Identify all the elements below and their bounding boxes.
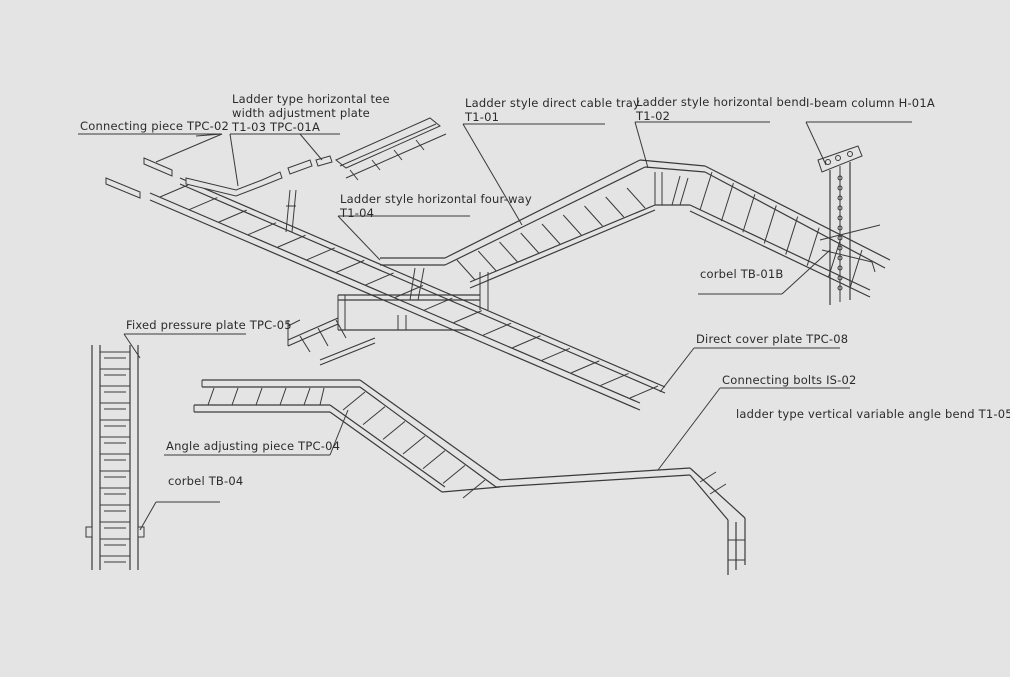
lower-vertical-bend-tray: [193, 379, 746, 575]
tray-rung: [456, 259, 476, 281]
tray-rung: [362, 406, 386, 426]
tray-rung: [785, 216, 799, 255]
label-connecting-piece: Connecting piece TPC-02: [80, 119, 229, 133]
tray-rung: [422, 450, 446, 470]
label-tee-line3: T1-03 TPC-01A: [231, 120, 320, 134]
ibeam-hole: [837, 265, 843, 271]
tray-rung: [626, 187, 646, 209]
tray-rung: [720, 182, 734, 222]
tray-rung: [763, 205, 777, 244]
left-vertical-ladder: [85, 345, 145, 570]
tray-rung: [629, 385, 659, 399]
label-ibeam: I-beam column H-01A: [806, 96, 935, 110]
tray-rung: [562, 214, 582, 236]
label-angle-adjusting: Angle adjusting piece TPC-04: [166, 439, 340, 453]
tray-rung: [477, 250, 497, 272]
tray-rung: [336, 259, 365, 273]
tray-rung: [605, 196, 625, 218]
label-fourway-line2: T1-04: [339, 206, 374, 220]
label-tee-line2: width adjustment plate: [232, 106, 370, 120]
tray-rung: [499, 241, 518, 263]
tray-rung: [512, 335, 541, 349]
tray-rung: [247, 222, 277, 236]
tray-rung: [541, 347, 571, 361]
labels: Connecting piece TPC-02 Ladder type hori…: [80, 92, 1010, 488]
ibeam-hole: [837, 285, 843, 291]
main-straight-tray: [149, 177, 666, 411]
tray-rung: [442, 464, 466, 484]
tray-rung: [382, 420, 406, 440]
i-beam-column-drawing: [817, 145, 881, 305]
tray-rung: [365, 272, 394, 286]
ibeam-hole: [837, 205, 843, 211]
label-corbel-tb04: corbel TB-04: [168, 474, 243, 488]
tray-rung: [306, 247, 336, 261]
tray-rung: [482, 322, 512, 336]
tray-rung: [520, 232, 540, 254]
tray-rung: [342, 391, 366, 411]
tray-rung: [584, 205, 603, 227]
connecting-piece-drawing: [105, 157, 173, 199]
label-corbel-tb01b: corbel TB-01B: [700, 267, 784, 281]
tray-rung: [742, 194, 756, 233]
ibeam-hole: [837, 185, 843, 191]
tray-rung: [541, 223, 561, 245]
label-fixed-pressure: Fixed pressure plate TPC-05: [126, 318, 292, 332]
ibeam-hole: [837, 235, 843, 241]
top-short-tray: [335, 117, 447, 181]
four-way-and-bend: [380, 159, 891, 298]
label-direct-tray-line1: Ladder style direct cable tray: [465, 96, 640, 110]
label-vertical-bend: ladder type vertical variable angle bend…: [736, 407, 1010, 421]
tray-rung: [159, 184, 189, 198]
ibeam-hole: [837, 195, 843, 201]
ibeam-hole: [837, 255, 843, 261]
tray-rung: [806, 227, 820, 266]
ibeam-hole: [837, 175, 843, 181]
tray-rung: [571, 360, 600, 374]
ibeam-hole: [837, 225, 843, 231]
tray-rung: [600, 372, 629, 386]
tray-rung: [453, 310, 482, 324]
four-way-center: [285, 189, 489, 366]
label-horiz-bend-line2: T1-02: [635, 109, 670, 123]
ibeam-hole: [837, 275, 843, 281]
label-connecting-bolts: Connecting bolts IS-02: [722, 373, 857, 387]
tray-rung: [699, 171, 713, 211]
ibeam-hole: [837, 215, 843, 221]
tray-rung: [218, 209, 247, 223]
label-horiz-bend-line1: Ladder style horizontal bend: [636, 95, 806, 109]
tray-rung: [277, 234, 306, 248]
label-direct-cover: Direct cover plate TPC-08: [696, 332, 848, 346]
label-fourway-line1: Ladder style horizontal four-way: [340, 192, 532, 206]
leader-lines: [78, 121, 912, 531]
tray-rung: [189, 197, 218, 211]
tray-rung: [402, 435, 426, 455]
label-tee-line1: Ladder type horizontal tee: [232, 92, 390, 106]
label-direct-tray-line2: T1-01: [464, 110, 499, 124]
ibeam-hole: [837, 245, 843, 251]
tee-width-plate-drawing: [185, 155, 333, 197]
tray-rung: [849, 249, 863, 289]
